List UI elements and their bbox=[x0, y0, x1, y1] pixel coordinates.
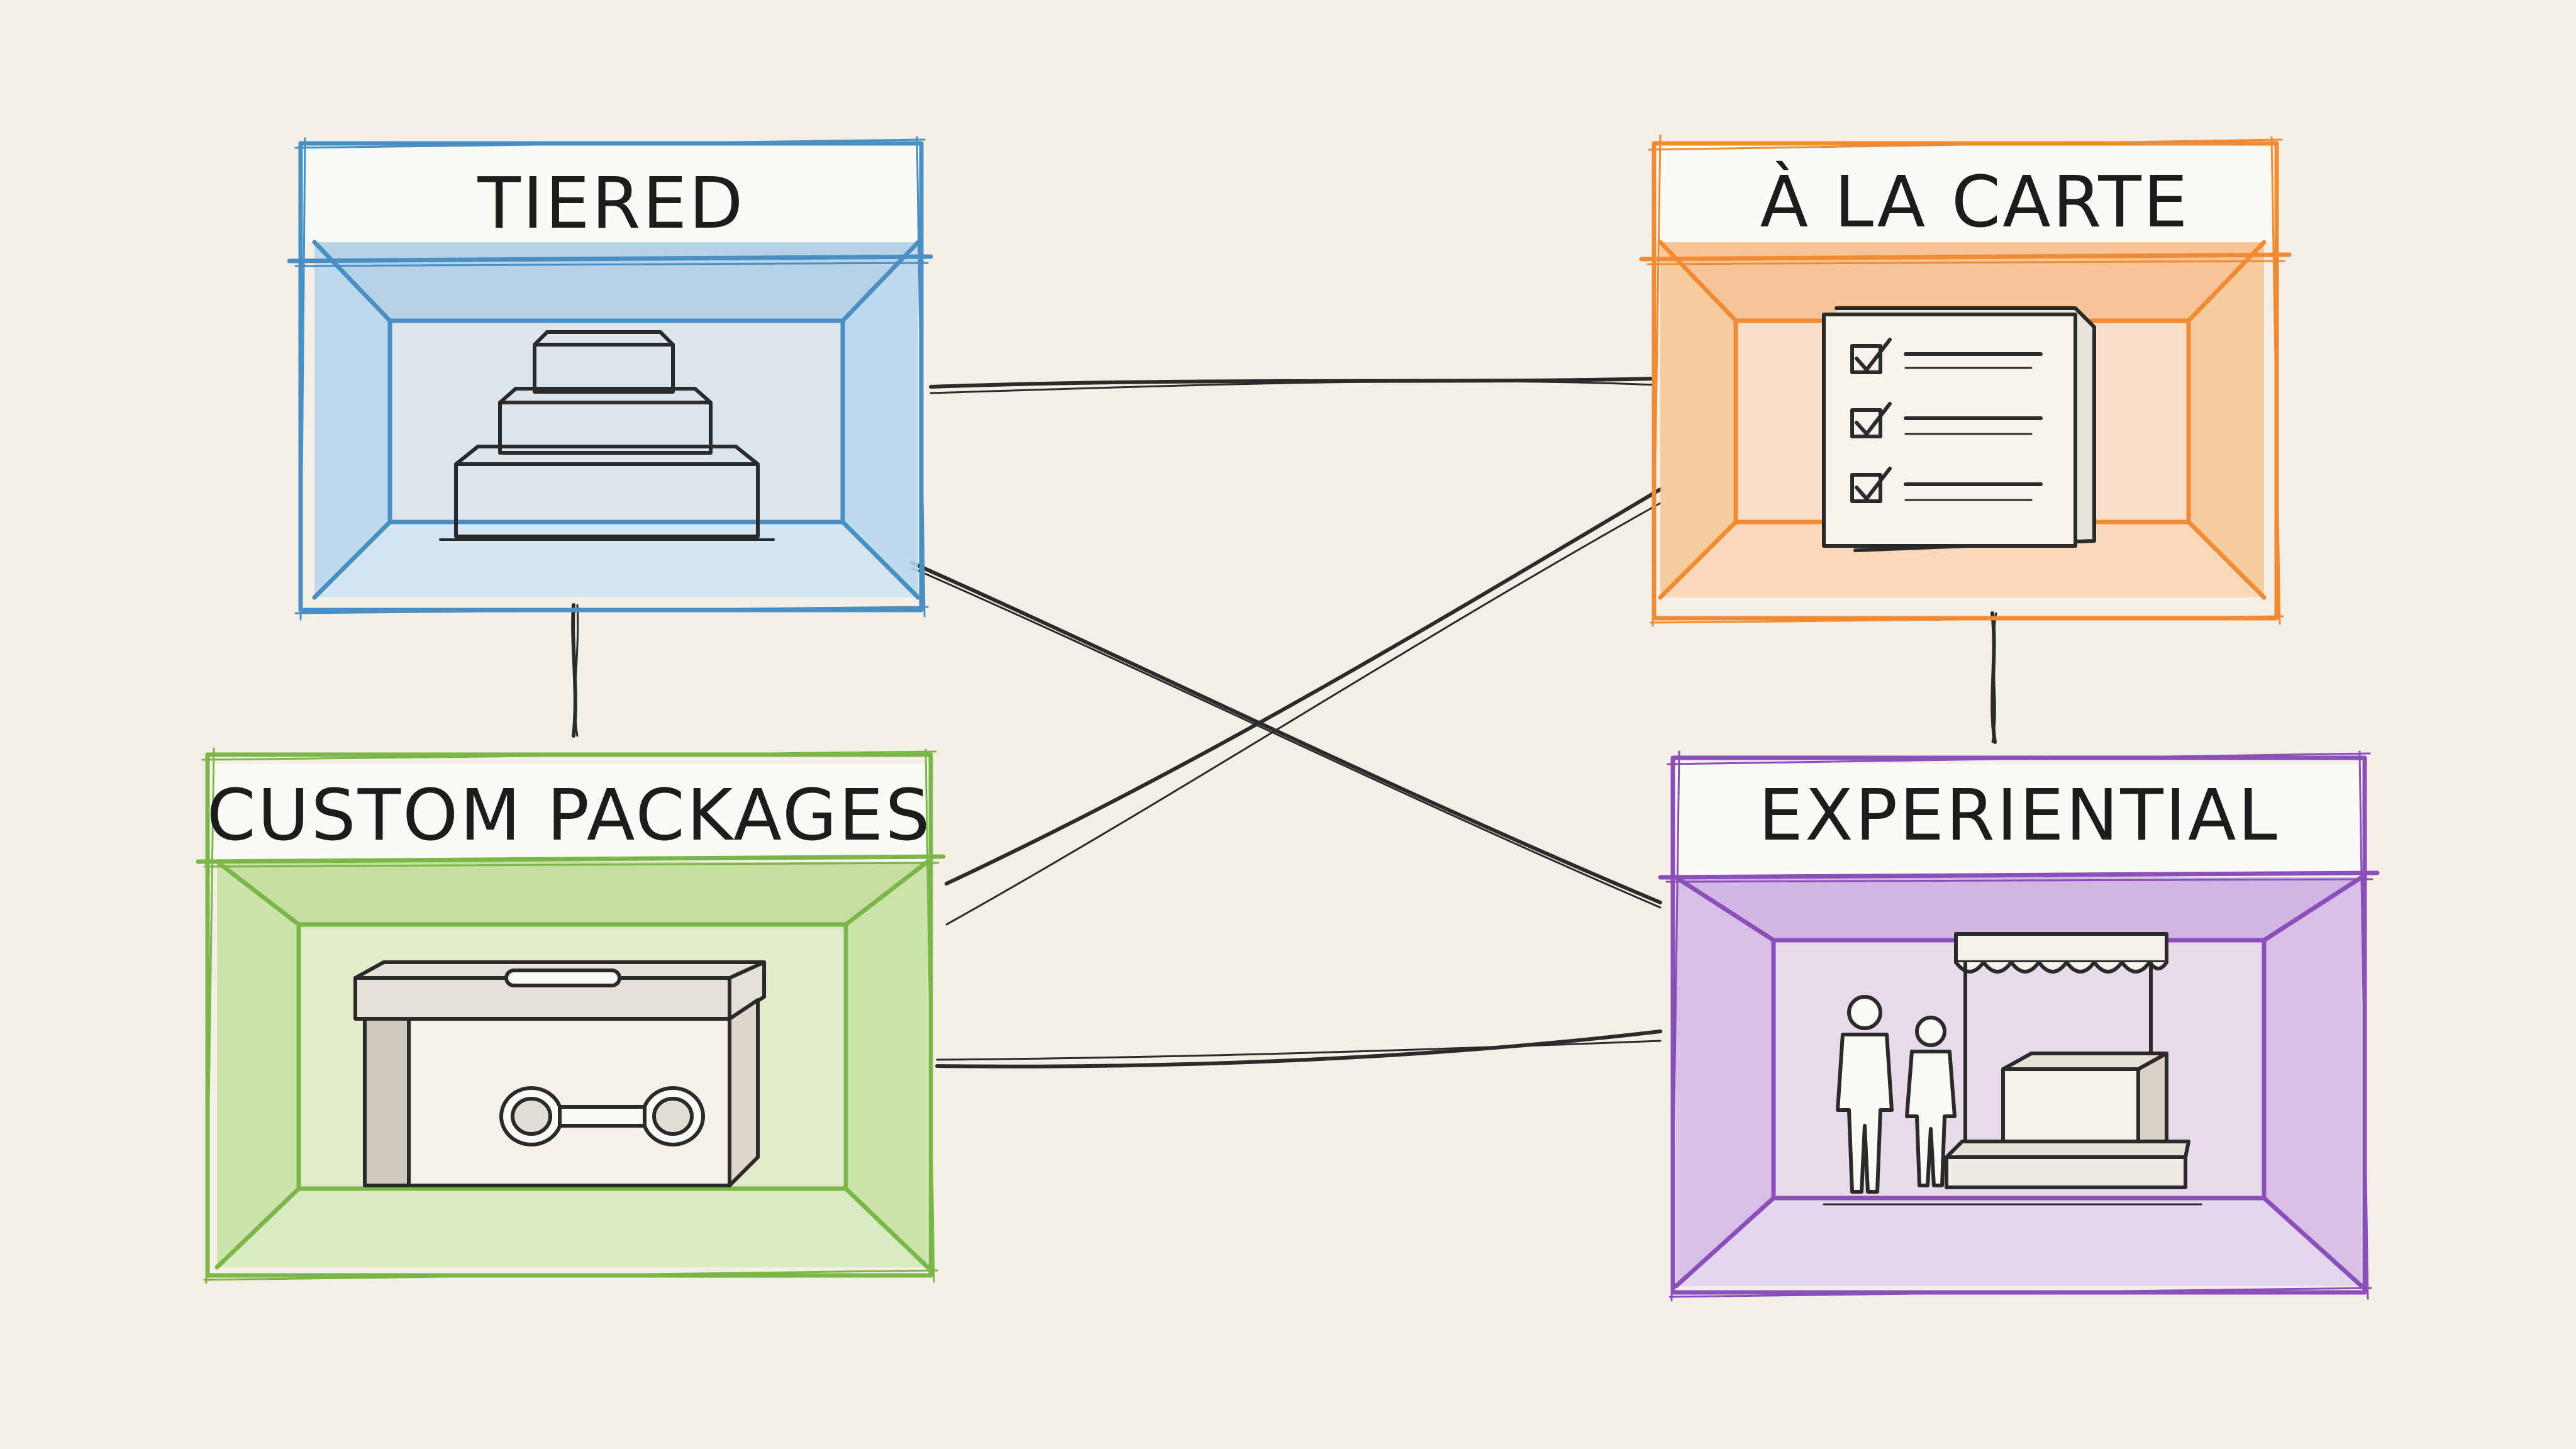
box-label-a-la-carte: À LA CARTE bbox=[1760, 160, 2189, 243]
event-booth-icon bbox=[1823, 932, 2202, 1206]
box-experiential: EXPERIENTIAL bbox=[1658, 750, 2380, 1302]
box-label-experiential: EXPERIENTIAL bbox=[1758, 775, 2279, 857]
box-label-tiered: TIERED bbox=[477, 163, 745, 245]
checklist-icon bbox=[1822, 306, 2096, 552]
connector-custom-packages-a-la-carte bbox=[945, 487, 1662, 926]
connector-tiered-custom-packages bbox=[571, 603, 579, 738]
connector-custom-packages-experiential bbox=[935, 1030, 1662, 1069]
connectors bbox=[571, 377, 1997, 1069]
box-label-custom-packages: CUSTOM PACKAGES bbox=[206, 775, 931, 857]
connector-tiered-a-la-carte bbox=[929, 377, 1656, 394]
box-a-la-carte: À LA CARTE bbox=[1639, 134, 2292, 627]
connector-a-la-carte-experiential bbox=[1990, 611, 1997, 744]
box-tiered: TIERED bbox=[287, 136, 933, 621]
tiered-steps-icon bbox=[439, 330, 775, 541]
box-custom-packages: CUSTOM PACKAGES bbox=[196, 747, 946, 1284]
connector-tiered-experiential bbox=[910, 561, 1662, 909]
package-box-icon bbox=[353, 960, 766, 1187]
